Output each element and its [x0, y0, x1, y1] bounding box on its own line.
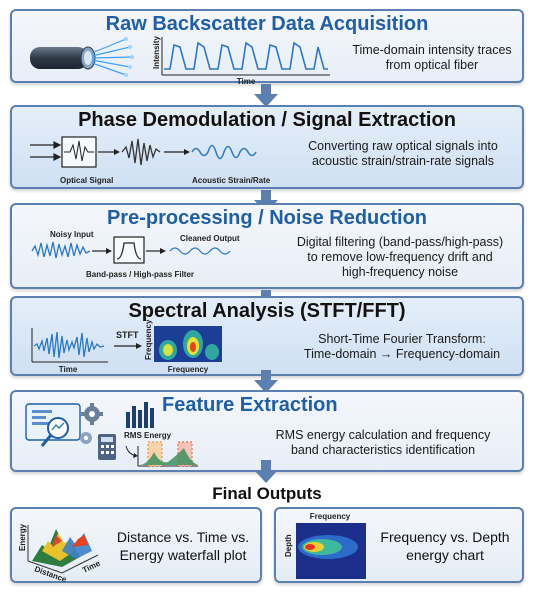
stage-raw-backscatter: Raw Backscatter Data Acquisition Intensi… [10, 9, 524, 86]
stage-title: Feature Extraction [162, 394, 338, 416]
axis-label-spec-frequency-y: Frequency [144, 319, 153, 360]
label-acoustic-strain: Acoustic Strain/Rate [192, 176, 271, 185]
output-line: Frequency vs. Depth [380, 529, 510, 545]
intensity-trace-plot: Intensity Time [152, 36, 330, 86]
stage-spectral-analysis: Spectral Analysis (STFT/FFT) Time STFT F… [10, 296, 524, 376]
axis-label-depth: Depth [284, 534, 293, 557]
output-line: Energy waterfall plot [119, 547, 247, 563]
label-cleaned-output: Cleaned Output [180, 234, 240, 243]
stage-description: Converting raw optical signals into acou… [292, 139, 514, 169]
flow-arrow [254, 84, 278, 107]
calculator-icon [98, 434, 116, 460]
axis-label-energy: Energy [18, 523, 27, 551]
final-outputs-title: Final Outputs [212, 484, 322, 503]
output-line: Distance vs. Time vs. [116, 529, 250, 545]
axis-label-spec-frequency-x: Frequency [168, 365, 209, 374]
description-line: high-frequency noise [341, 265, 459, 279]
description-line: acoustic strain/strain-rate signals [311, 154, 495, 168]
label-filter: Band-pass / High-pass Filter [86, 270, 194, 279]
stage-description: RMS energy calculation and frequency ban… [250, 428, 516, 458]
description-line: band characteristics identification [290, 443, 476, 457]
output-waterfall: Energy Distance Time Distance vs. Time v… [10, 507, 262, 584]
feature-icons: RMS Energy [25, 402, 198, 467]
stage-title: Raw Backscatter Data Acquisition [105, 13, 429, 35]
flow-arrow [254, 190, 278, 213]
description-line: Digital filtering (band-pass/high-pass) [296, 235, 504, 249]
output-line: energy chart [406, 547, 484, 563]
flow-arrow [254, 370, 278, 393]
stage-title: Pre-processing / Noise Reduction [106, 207, 428, 229]
spectrogram-icon [154, 326, 222, 362]
flow-arrow [254, 460, 278, 483]
axis-label-time: Time [237, 77, 256, 86]
filter-diagram: Noisy Input Cleaned Output Band-pass / H… [31, 230, 240, 279]
stage-description: Time-domain intensity traces from optica… [342, 43, 522, 73]
description-line: Time-domain → Frequency-domain [303, 347, 501, 361]
axis-label-frequency: Frequency [310, 512, 351, 521]
description-line: Short-Time Fourier Transform: [318, 332, 486, 346]
demodulation-diagram: Optical Signal Acoustic Strain/Rate [30, 136, 271, 185]
stage-description: Digital filtering (band-pass/high-pass) … [282, 235, 518, 280]
description-line: from optical fiber [385, 58, 479, 72]
label-noisy-input: Noisy Input [50, 230, 94, 239]
description-line: RMS energy calculation and frequency [275, 428, 491, 442]
bar-chart-icon [126, 402, 154, 428]
output-text: Distance vs. Time vs. Energy waterfall p… [104, 528, 262, 564]
waterfall-plot-icon: Energy Distance Time [18, 523, 102, 584]
description-line: Converting raw optical signals into [308, 139, 498, 153]
axis-label-time: Time [81, 559, 102, 575]
stage-title: Spectral Analysis (STFT/FFT) [128, 300, 406, 322]
spectral-diagram: Time STFT Frequency Frequency [31, 319, 222, 374]
stage-phase-demodulation: Phase Demodulation / Signal Extraction O… [10, 105, 524, 189]
label-rms-energy: RMS Energy [124, 431, 172, 440]
label-stft: STFT [116, 330, 139, 340]
output-frequency-depth: Frequency Depth Frequency vs. Depth ener… [274, 507, 524, 583]
output-text: Frequency vs. Depth energy chart [370, 528, 520, 564]
stage-preprocessing: Pre-processing / Noise Reduction Noisy I… [10, 203, 524, 289]
heatmap-icon: Frequency Depth [284, 512, 366, 579]
axis-label-intensity: Intensity [152, 36, 161, 69]
description-line: to remove low-frequency drift and [307, 250, 493, 264]
optical-fiber-cable-icon [30, 37, 134, 77]
description-line: Time-domain intensity traces [352, 43, 512, 57]
axis-label-distance: Distance [33, 564, 68, 584]
stage-title: Phase Demodulation / Signal Extraction [78, 109, 456, 131]
axis-label-time: Time [59, 365, 78, 374]
gear-icon [81, 403, 103, 425]
stage-description: Short-Time Fourier Transform: Time-domai… [290, 332, 514, 362]
label-optical-signal: Optical Signal [60, 176, 113, 185]
